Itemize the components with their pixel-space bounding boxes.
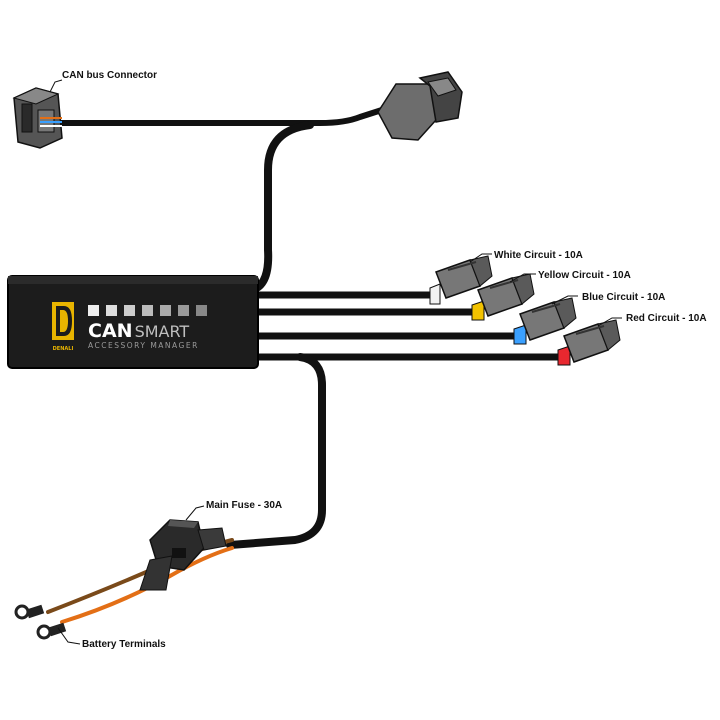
label-yellow-circuit: Yellow Circuit - 10A — [538, 270, 631, 281]
denali-logo-icon: DENALI — [52, 302, 74, 352]
ring-terminal-icon — [14, 604, 45, 620]
label-red-circuit: Red Circuit - 10A — [626, 313, 707, 324]
indicator-light — [106, 305, 117, 316]
indicator-lights — [88, 305, 207, 316]
ring-terminal-icon — [36, 622, 67, 640]
indicator-light — [124, 305, 135, 316]
cables — [57, 106, 564, 549]
indicator-light — [178, 305, 189, 316]
battery-wire-brown — [46, 538, 234, 614]
label-battery-terminals: Battery Terminals — [82, 639, 166, 650]
product-subtitle: ACCESSORY MANAGER — [88, 341, 199, 350]
indicator-light — [88, 305, 99, 316]
red-circuit-connector-icon — [557, 319, 621, 366]
product-name-secondary: SMART — [135, 322, 190, 341]
label-main-fuse: Main Fuse - 30A — [206, 500, 282, 511]
indicator-light — [196, 305, 207, 316]
can-inline-connector-icon — [377, 71, 463, 141]
main-fuse-cable — [226, 353, 326, 549]
label-can-bus-connector: CAN bus Connector — [62, 70, 157, 81]
indicator-light — [142, 305, 153, 316]
yellow-circuit-connector-icon — [471, 273, 535, 321]
label-white-circuit: White Circuit - 10A — [494, 250, 583, 261]
trunk-cable — [248, 121, 314, 294]
battery-wire-orange — [60, 546, 234, 624]
label-blue-circuit: Blue Circuit - 10A — [582, 292, 665, 303]
main-fuse-icon — [139, 519, 227, 591]
product-name-primary: CAN — [88, 320, 133, 342]
leader-lines — [49, 79, 622, 645]
white-circuit-connector-icon — [429, 255, 493, 305]
can-bus-connector-icon — [12, 87, 63, 149]
logo-brand-text: DENALI — [53, 346, 74, 352]
can-bus-cable — [57, 106, 388, 126]
blue-circuit-connector-icon — [513, 297, 577, 345]
battery-wires — [46, 538, 234, 624]
indicator-light — [160, 305, 171, 316]
